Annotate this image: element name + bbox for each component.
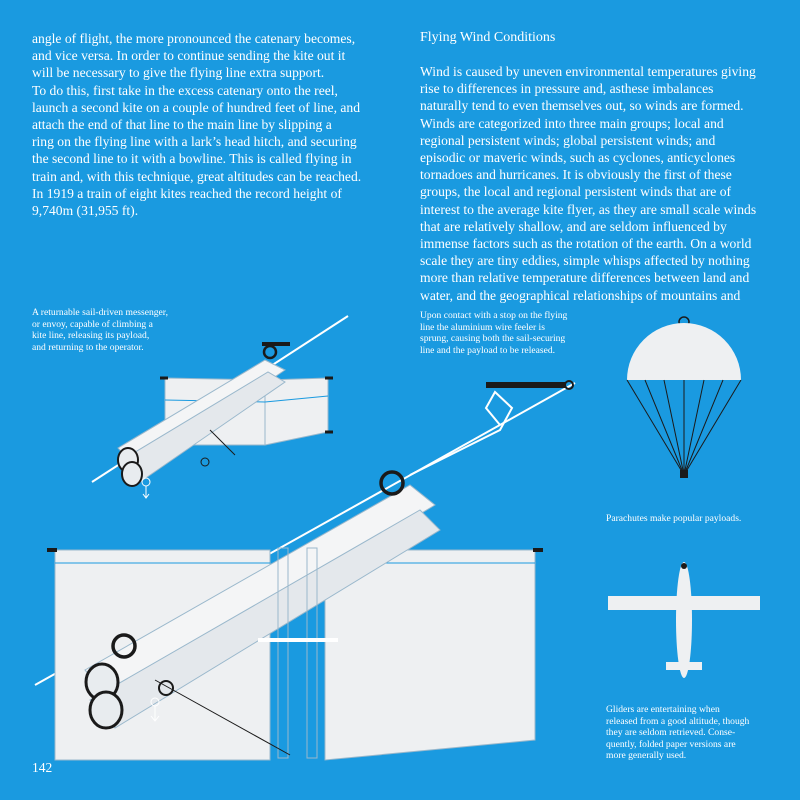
- glider-caption: Gliders are entertaining when released f…: [606, 704, 750, 762]
- large-messenger-illustration: [34, 380, 576, 761]
- section-title: Flying Wind Conditions: [420, 30, 556, 45]
- page-number: 142: [32, 760, 53, 775]
- glider-illustration: [608, 562, 760, 678]
- left-column-text: angle of flight, the more pronounced the…: [32, 31, 362, 219]
- messenger-caption: A returnable sail-driven messenger, or e…: [32, 307, 169, 353]
- contact-caption: Upon contact with a stop on the flying l…: [420, 310, 568, 356]
- parachute-caption: Parachutes make popular payloads.: [606, 513, 742, 524]
- small-messenger-illustration: [91, 315, 349, 499]
- right-column-text: Wind is caused by uneven environmental t…: [420, 64, 757, 303]
- parachute-illustration: [626, 316, 742, 478]
